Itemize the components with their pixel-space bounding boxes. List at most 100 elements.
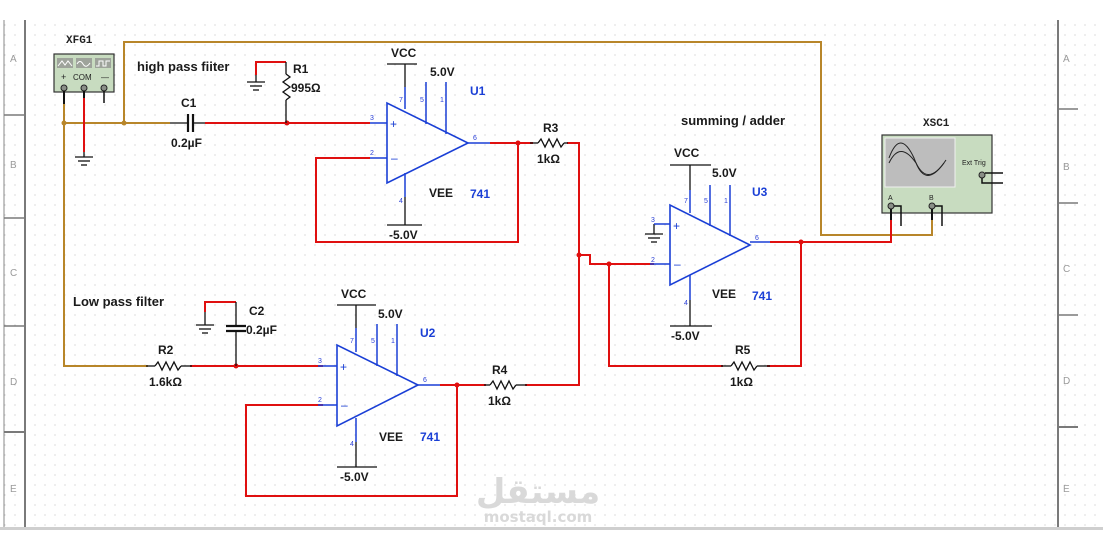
resistor-r3[interactable] <box>530 137 568 149</box>
xfg1-label: XFG1 <box>66 35 93 47</box>
resistor-r1[interactable] <box>281 62 292 123</box>
opamp-u1-body[interactable] <box>386 101 470 185</box>
u1-vee-value: -5.0V <box>389 228 418 242</box>
opamp-u3-body[interactable] <box>669 203 752 287</box>
u2-vcc-value: 5.0V <box>378 307 403 321</box>
wire-u3-fb-left[interactable] <box>608 264 723 367</box>
capacitor-c2[interactable] <box>226 302 246 366</box>
pin-number: 7 <box>399 97 403 104</box>
u1-vcc-value: 5.0V <box>430 65 455 79</box>
r2-value: 1.6kΩ <box>149 375 182 389</box>
pin-number: 6 <box>755 235 759 242</box>
xfg1-com-terminal[interactable] <box>80 84 88 92</box>
u1-ref: U1 <box>470 84 486 98</box>
pin-number: 5 <box>704 198 708 205</box>
wire-c2-gnd[interactable] <box>204 301 236 312</box>
wire-sum-node[interactable] <box>579 254 654 265</box>
row-label-c-left: C <box>10 268 17 279</box>
pin-number: 4 <box>399 198 403 205</box>
low-pass-label: Low pass filter <box>73 294 164 309</box>
opamp-u2-body[interactable] <box>336 343 420 428</box>
c1-value: 0.2µF <box>171 136 202 150</box>
wire-r3-r4-bus[interactable] <box>525 142 580 386</box>
pin-number: 7 <box>684 198 688 205</box>
c2-value: 0.2µF <box>246 323 277 337</box>
sheet-border-left <box>3 20 26 527</box>
pin-number: 2 <box>370 150 374 157</box>
resistor-r4[interactable] <box>484 379 527 391</box>
u1-vcc-label: VCC <box>391 46 417 60</box>
pin-number: 2 <box>318 397 322 404</box>
junction-dot <box>61 120 67 126</box>
c2-ref: C2 <box>249 304 265 318</box>
u3-vcc-value: 5.0V <box>712 166 737 180</box>
wire-u3-fb-right[interactable] <box>767 242 802 367</box>
pin-number: 4 <box>684 300 688 307</box>
sheet-border-right <box>1057 20 1078 527</box>
noninverting-sign: + <box>390 117 397 131</box>
c1-ref: C1 <box>181 96 197 110</box>
ext-trig-terminal[interactable] <box>978 171 986 179</box>
u3-ref: U3 <box>752 185 768 199</box>
inverting-sign: – <box>674 257 681 271</box>
noninverting-sign: + <box>673 219 680 233</box>
xfg1-plus-terminal[interactable] <box>60 84 68 92</box>
function-generator-xfg1[interactable]: XFG1 + COM — <box>53 35 115 104</box>
xfg1-minus-terminal[interactable] <box>100 84 108 92</box>
channel-b-terminal[interactable] <box>928 202 936 210</box>
wire-u2-feedback[interactable] <box>245 385 458 497</box>
inverting-sign: – <box>341 398 348 412</box>
pin-number: 5 <box>420 97 424 104</box>
ext-trig-label: Ext Trig <box>962 160 986 167</box>
wire-gen-to-r2[interactable] <box>63 96 148 367</box>
opamp-u3[interactable]: + – 3 2 6 7 5 1 4 <box>650 164 770 327</box>
pin-number: 4 <box>350 441 354 448</box>
xfg1-plus-label: + <box>61 72 66 82</box>
channel-a-terminal[interactable] <box>887 202 895 210</box>
pin-number: 3 <box>370 115 374 122</box>
signal-wires[interactable] <box>83 61 892 497</box>
wire-r1-gnd[interactable] <box>255 61 286 75</box>
pin-number: 3 <box>651 217 655 224</box>
resistor-r2[interactable] <box>146 360 192 372</box>
sine-wave-icon[interactable] <box>76 58 92 68</box>
ground-icon <box>247 75 265 91</box>
u3-vcc-label: VCC <box>674 146 700 160</box>
pin-number: 1 <box>724 198 728 205</box>
pin-number: 6 <box>423 377 427 384</box>
u3-vee-label: VEE <box>712 287 736 301</box>
oscilloscope-xsc1[interactable]: XSC1 Ext Trig A B <box>881 118 1003 226</box>
capacitor-c1[interactable] <box>170 114 205 132</box>
row-label-a-left: A <box>10 54 17 65</box>
triangle-wave-icon[interactable] <box>57 58 73 68</box>
page-bottom-edge <box>0 527 1103 530</box>
wire-u1-feedback[interactable] <box>315 143 519 243</box>
u2-vee-value: -5.0V <box>340 470 369 484</box>
r5-ref: R5 <box>735 343 751 357</box>
r3-value: 1kΩ <box>537 152 560 166</box>
u3-model: 741 <box>752 289 772 303</box>
dot-grid <box>0 22 1103 527</box>
r4-ref: R4 <box>492 363 508 377</box>
u2-vcc-label: VCC <box>341 287 367 301</box>
pin-number: 5 <box>371 338 375 345</box>
wire-gen-to-scope-b[interactable] <box>123 41 933 236</box>
watermark-latin: mostaql.com <box>484 508 593 526</box>
pin-number: 6 <box>473 135 477 142</box>
u3-vee-value: -5.0V <box>671 329 700 343</box>
r1-value: 995Ω <box>291 81 321 95</box>
instrument-wires[interactable] <box>63 41 933 367</box>
u1-model: 741 <box>470 187 490 201</box>
row-label-d-left: D <box>10 377 17 388</box>
wire-u3-out-to-scope-a[interactable] <box>770 212 892 243</box>
high-pass-label: high pass fiiter <box>137 59 229 74</box>
opamp-u2[interactable]: + – 3 2 6 7 5 1 4 <box>318 304 440 468</box>
junction-dot <box>121 120 127 126</box>
row-label-b-right: B <box>1063 162 1070 173</box>
xsc1-screen <box>884 137 956 188</box>
opamp-u1[interactable]: + – 3 2 6 7 5 1 4 <box>370 63 490 226</box>
u2-ref: U2 <box>420 326 436 340</box>
resistor-r5[interactable] <box>721 360 770 372</box>
